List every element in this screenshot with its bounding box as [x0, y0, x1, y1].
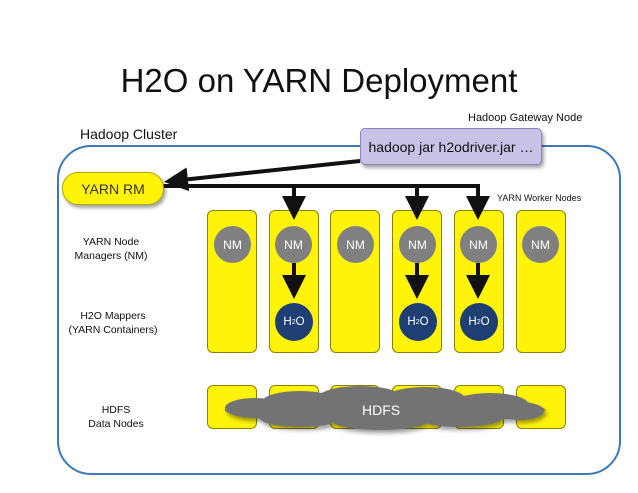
- gateway-node-label: Hadoop Gateway Node: [468, 112, 583, 124]
- hdfs-row-label-line2: Data Nodes: [88, 418, 144, 430]
- hdfs-cloud: [225, 386, 545, 430]
- h2o-label-sub: 2: [291, 318, 296, 326]
- node-manager-1: NM: [214, 226, 251, 263]
- h2o-label-o: O: [419, 316, 429, 328]
- driver-to-rm-arrow: [164, 159, 361, 192]
- mapper-row-label: H2O Mappers (YARN Containers): [53, 309, 173, 337]
- h2o-label-o: O: [295, 316, 305, 328]
- cluster-label: Hadoop Cluster: [80, 126, 178, 142]
- yarn-rm-node: YARN RM: [62, 172, 164, 205]
- mapper-row-label-line2: (YARN Containers): [68, 324, 158, 336]
- hdfs-row-label-line1: HDFS: [101, 404, 131, 416]
- hdfs-row-label: HDFS Data Nodes: [56, 403, 176, 431]
- driver-command-box: hadoop jar h2odriver.jar …: [360, 128, 542, 165]
- node-manager-6: NM: [522, 226, 559, 263]
- page-title: H2O on YARN Deployment: [120, 62, 518, 99]
- h2o-label-sub: 2: [476, 318, 481, 326]
- h2o-label-o: O: [480, 316, 490, 328]
- node-manager-5: NM: [460, 226, 497, 263]
- node-manager-4: NM: [399, 226, 436, 263]
- h2o-label-h: H: [283, 316, 292, 328]
- h2o-label-sub: 2: [415, 318, 420, 326]
- nm-row-label-line2: Managers (NM): [74, 250, 148, 262]
- mapper-row-label-line1: H2O Mappers: [80, 310, 146, 322]
- nm-row-label: YARN Node Managers (NM): [51, 235, 171, 263]
- node-manager-2: NM: [275, 226, 312, 263]
- node-manager-3: NM: [337, 226, 374, 263]
- hdfs-cloud-label: HDFS: [362, 402, 401, 418]
- worker-nodes-label: YARN Worker Nodes: [497, 193, 582, 203]
- h2o-label-h: H: [468, 316, 477, 328]
- worker-node-1: [207, 210, 257, 353]
- nm-row-label-line1: YARN Node: [82, 236, 140, 248]
- h2o-label-h: H: [407, 316, 416, 328]
